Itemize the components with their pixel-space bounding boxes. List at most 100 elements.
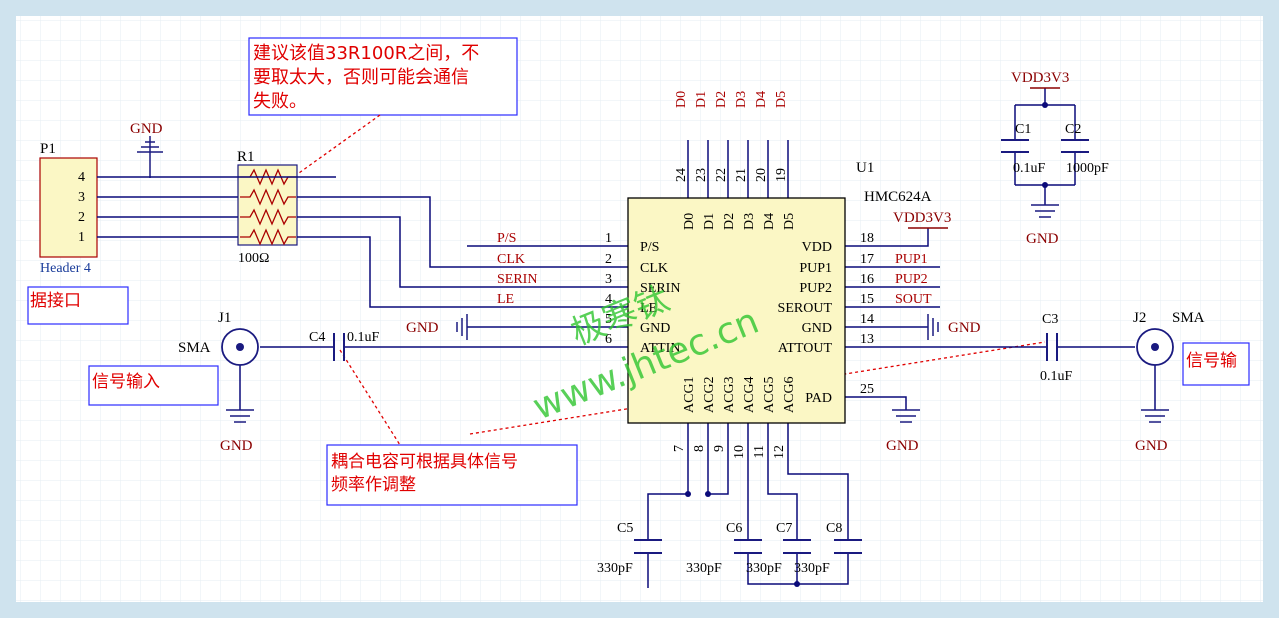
svg-text:15: 15: [860, 292, 874, 307]
svg-text:C1: C1: [1015, 122, 1031, 137]
svg-text:J2: J2: [1133, 310, 1146, 326]
gnd-j1: GND: [220, 409, 254, 454]
wires: [97, 88, 1156, 588]
gnd-pin5-label: GND: [406, 320, 439, 336]
resistor-r1: R1 100Ω: [237, 149, 298, 266]
svg-text:C8: C8: [826, 521, 842, 536]
svg-text:ACG5: ACG5: [762, 376, 777, 413]
svg-text:20: 20: [754, 168, 769, 182]
svg-text:11: 11: [752, 445, 767, 458]
svg-text:12: 12: [772, 445, 787, 459]
svg-text:GND: GND: [220, 438, 253, 454]
svg-text:0.1uF: 0.1uF: [1013, 161, 1046, 176]
svg-text:D0: D0: [682, 213, 697, 230]
svg-text:7: 7: [672, 445, 687, 452]
capacitor-plates: [333, 139, 1089, 554]
svg-text:SMA: SMA: [178, 340, 211, 356]
svg-text:C2: C2: [1065, 122, 1081, 137]
svg-text:PUP1: PUP1: [895, 252, 928, 267]
svg-text:ACG2: ACG2: [702, 376, 717, 413]
svg-text:25: 25: [860, 382, 874, 397]
svg-text:D0: D0: [674, 91, 689, 108]
svg-text:D5: D5: [782, 213, 797, 230]
svg-text:5: 5: [605, 312, 612, 327]
svg-text:18: 18: [860, 231, 874, 246]
svg-text:SERIN: SERIN: [640, 281, 680, 296]
svg-text:GND: GND: [640, 321, 670, 336]
svg-text:D2: D2: [722, 213, 737, 230]
svg-text:1000pF: 1000pF: [1066, 161, 1109, 176]
svg-text:4: 4: [78, 170, 85, 185]
junctions: [685, 102, 1048, 587]
svg-text:C6: C6: [726, 521, 742, 536]
svg-text:C4: C4: [309, 330, 325, 345]
svg-text:信号输入: 信号输入: [92, 372, 160, 392]
svg-text:ACG6: ACG6: [782, 376, 797, 413]
gnd-j2: GND: [1135, 409, 1169, 454]
svg-text:LE: LE: [640, 301, 657, 316]
gnd-pin14: [927, 314, 939, 340]
resistor-note-line1: 建议该值33R100R之间，不: [253, 43, 479, 64]
svg-text:3: 3: [78, 190, 85, 205]
svg-text:1: 1: [78, 230, 85, 245]
gnd-symbol-header: GND: [130, 121, 163, 178]
svg-text:PUP2: PUP2: [895, 272, 928, 287]
svg-text:频率作调整: 频率作调整: [331, 475, 416, 495]
svg-text:据接口: 据接口: [30, 291, 81, 311]
svg-text:10: 10: [732, 445, 747, 459]
chip-u1: U1 HMC624A 24 23 22 21 20 19 D0 D1 D2 D3…: [497, 91, 951, 459]
svg-text:SOUT: SOUT: [895, 292, 932, 307]
svg-text:2: 2: [605, 252, 612, 267]
svg-text:17: 17: [860, 252, 874, 267]
svg-text:C5: C5: [617, 521, 633, 536]
svg-text:PUP1: PUP1: [799, 261, 832, 276]
svg-text:23: 23: [694, 168, 709, 182]
svg-text:6: 6: [605, 332, 612, 347]
svg-text:D3: D3: [742, 213, 757, 230]
svg-text:C7: C7: [776, 521, 792, 536]
svg-text:GND: GND: [1026, 231, 1059, 247]
vdd-label-chip: VDD3V3: [893, 210, 951, 226]
svg-text:C3: C3: [1042, 312, 1058, 327]
resistor-note-box: 建议该值33R100R之间，不 要取太大，否则可能会通信 失败。: [248, 37, 518, 116]
svg-text:22: 22: [714, 168, 729, 182]
sma-j1: J1 SMA: [178, 310, 259, 366]
header-p1: P1 4 3 2 1 Header 4: [39, 141, 98, 276]
svg-text:0.1uF: 0.1uF: [347, 330, 380, 345]
svg-text:D1: D1: [702, 213, 717, 230]
svg-text:VDD: VDD: [802, 240, 832, 255]
svg-text:D4: D4: [762, 213, 777, 230]
svg-text:P1: P1: [40, 141, 56, 157]
svg-text:CLK: CLK: [640, 261, 668, 276]
svg-text:D2: D2: [714, 91, 729, 108]
svg-text:LE: LE: [497, 292, 514, 307]
capacitor-labels: C1 C2 0.1uF 1000pF C3 0.1uF C4 0.1uF C5 …: [309, 122, 1109, 576]
annotation-leaders: [291, 114, 1046, 446]
svg-text:4: 4: [605, 292, 612, 307]
svg-text:信号输: 信号输: [1186, 351, 1237, 371]
svg-text:3: 3: [605, 272, 612, 287]
svg-text:330pF: 330pF: [597, 561, 633, 576]
svg-text:P/S: P/S: [497, 231, 516, 246]
svg-text:ACG1: ACG1: [682, 376, 697, 413]
svg-text:GND: GND: [1135, 438, 1168, 454]
svg-text:D5: D5: [774, 91, 789, 108]
resistor-note-line2: 要取太大，否则可能会通信: [253, 67, 469, 88]
svg-text:R1: R1: [237, 149, 255, 165]
chip-part: HMC624A: [864, 189, 932, 205]
svg-text:GND: GND: [130, 121, 163, 137]
svg-text:13: 13: [860, 332, 874, 347]
svg-text:PUP2: PUP2: [799, 281, 832, 296]
svg-text:21: 21: [734, 168, 749, 182]
svg-text:P/S: P/S: [640, 240, 659, 255]
svg-text:14: 14: [860, 312, 874, 327]
svg-text:GND: GND: [802, 321, 832, 336]
svg-text:ACG3: ACG3: [722, 376, 737, 413]
vdd-top-right: VDD3V3: [1011, 70, 1069, 89]
svg-text:GND: GND: [886, 438, 919, 454]
svg-text:9: 9: [712, 445, 727, 452]
svg-text:0.1uF: 0.1uF: [1040, 369, 1073, 384]
svg-text:330pF: 330pF: [794, 561, 830, 576]
svg-text:耦合电容可根据具体信号: 耦合电容可根据具体信号: [331, 452, 518, 472]
